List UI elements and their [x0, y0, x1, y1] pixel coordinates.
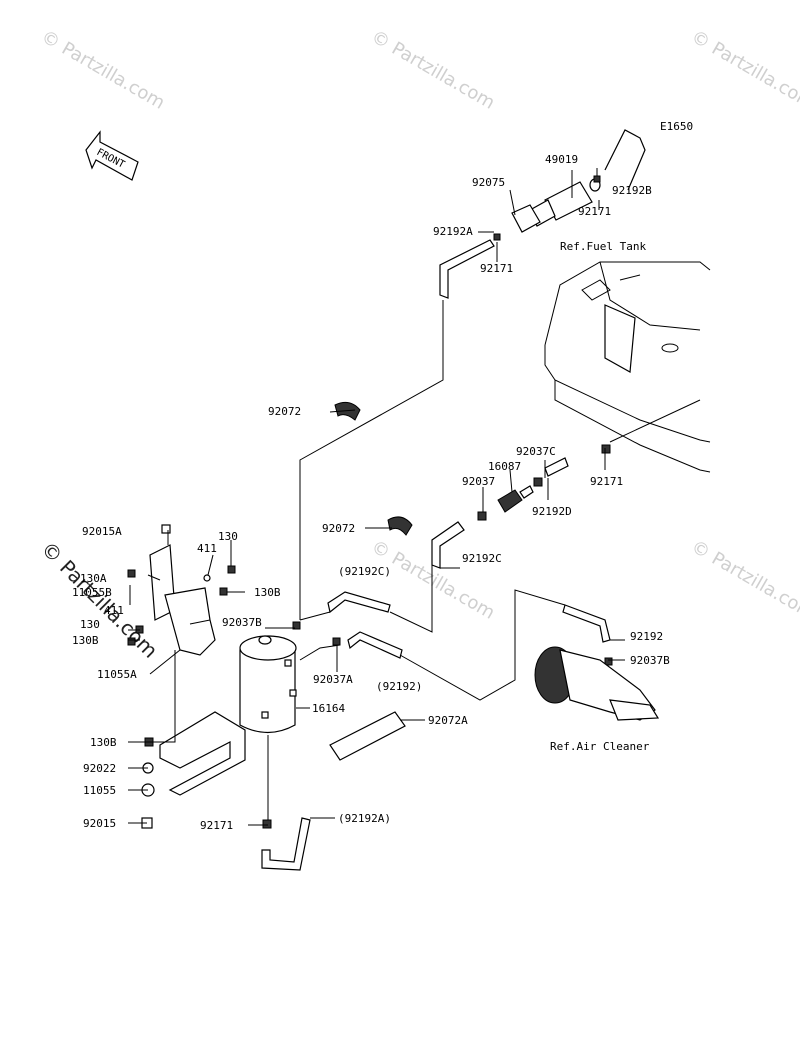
canister-16164: [239, 635, 297, 734]
part-label: 11055B: [72, 586, 112, 599]
part-label: 11055A: [97, 668, 137, 681]
part-label: 92072: [268, 405, 301, 418]
part-label: (92192C): [338, 565, 391, 578]
part-labels: 49019 92075 92171 92192B 92192A 92171 92…: [72, 153, 670, 832]
part-label: 92171: [590, 475, 623, 488]
hose-92192c: [431, 521, 465, 569]
part-label: 92072: [322, 522, 355, 535]
part-label: 16087: [488, 460, 521, 473]
fuel-tank: [544, 261, 711, 473]
part-label: 92037B: [630, 654, 670, 667]
part-label: 92171: [480, 262, 513, 275]
part-label: 92171: [200, 819, 233, 832]
watermark-dark: © Partzilla.com: [36, 537, 162, 663]
watermark: © Partzilla.com: [368, 26, 499, 114]
part-label: 92072A: [428, 714, 468, 727]
part-label: 92192D: [532, 505, 572, 518]
part-label: 92015A: [82, 525, 122, 538]
part-label: 92192A: [433, 225, 473, 238]
part-label: (92192A): [338, 812, 391, 825]
fasteners: [127, 524, 236, 829]
part-label: 92171: [578, 205, 611, 218]
hose-92192-paren: [347, 631, 403, 659]
valve-16087: [497, 485, 534, 513]
part-label: 411: [197, 542, 217, 555]
hose-92192c-paren: [327, 591, 391, 614]
ref-fuel-tank: Ref.Fuel Tank: [560, 240, 646, 253]
part-label: 130: [80, 618, 100, 631]
part-label: 92037: [462, 475, 495, 488]
part-label: 92022: [83, 762, 116, 775]
hose-92192a: [439, 239, 495, 299]
part-label: 92192: [630, 630, 663, 643]
part-label: 130B: [72, 634, 99, 647]
watermark: © Partzilla.com: [38, 26, 169, 114]
canister-bracket: [149, 544, 246, 796]
part-label: 16164: [312, 702, 345, 715]
air-cleaner-duct: [534, 646, 660, 721]
part-label: 92192B: [612, 184, 652, 197]
part-label: 130B: [90, 736, 117, 749]
part-label: 92037B: [222, 616, 262, 629]
strap-92072a: [329, 711, 406, 761]
hose-92192d: [544, 457, 569, 477]
ref-air-cleaner: Ref.Air Cleaner: [550, 740, 650, 753]
clamps: [262, 175, 613, 829]
watermark: © Partzilla.com: [688, 26, 800, 114]
part-label: 92037C: [516, 445, 556, 458]
part-label: 411: [104, 604, 124, 617]
front-arrow-icon: FRONT: [85, 130, 139, 181]
part-label: 92037A: [313, 673, 353, 686]
part-label: 130: [218, 530, 238, 543]
hose-92192: [562, 604, 611, 643]
hose-92192a-lower: [261, 817, 311, 871]
part-label: 92192C: [462, 552, 502, 565]
part-label: 130B: [254, 586, 281, 599]
hose-92192b: [604, 129, 646, 191]
part-label: 92075: [472, 176, 505, 189]
part-label: 130A: [80, 572, 107, 585]
watermark: © Partzilla.com: [688, 536, 800, 624]
diagram-code: E1650: [660, 120, 693, 133]
part-label: 49019: [545, 153, 578, 166]
part-label: 11055: [83, 784, 116, 797]
part-label: 92015: [83, 817, 116, 830]
leader-lines: [128, 168, 701, 826]
part-label: (92192): [376, 680, 422, 693]
